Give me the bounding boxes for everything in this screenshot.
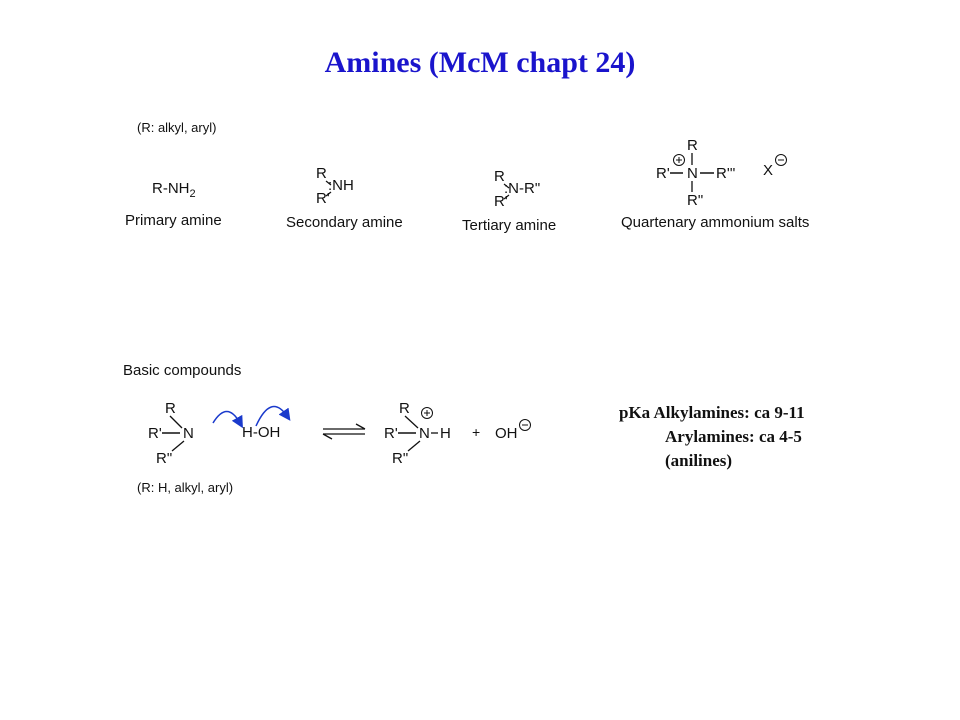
svg-text:R': R'	[148, 425, 162, 442]
svg-text:R': R'	[316, 190, 330, 207]
quaternary-ammonium-structure: R R' N R''' R" X Quartenary ammonium sal…	[621, 137, 809, 231]
substituent-note-2: (R: H, alkyl, aryl)	[137, 480, 233, 495]
minus-charge-icon	[519, 419, 531, 431]
water-formula: H-OH	[242, 424, 280, 441]
page-title: Amines (McM chapt 24)	[324, 46, 636, 79]
svg-text:R: R	[494, 168, 505, 185]
svg-text:R''': R'''	[716, 165, 736, 182]
svg-text:N: N	[183, 425, 194, 442]
hydroxide-formula: OH	[495, 425, 518, 442]
primary-amine-subscript: 2	[190, 188, 196, 200]
tertiary-amine-structure: R R' :N-R" Tertiary amine	[462, 168, 556, 234]
svg-text::N-R": :N-R"	[504, 180, 540, 197]
secondary-amine-structure: R R' :NH Secondary amine	[286, 165, 403, 231]
primary-amine-formula: R-NH	[152, 180, 190, 197]
tertiary-amine-label: Tertiary amine	[462, 217, 556, 234]
primary-amine-label: Primary amine	[125, 212, 222, 229]
svg-text:R': R'	[494, 193, 508, 210]
pka-line-anilines: (anilines)	[665, 451, 733, 470]
plus-charge-icon	[421, 407, 433, 419]
pka-line-alkyl: pKa Alkylamines: ca 9-11	[619, 403, 805, 422]
basic-compounds-heading: Basic compounds	[123, 362, 241, 379]
svg-text:R": R"	[687, 192, 703, 209]
svg-text:R: R	[687, 137, 698, 154]
svg-text:H: H	[440, 425, 451, 442]
product-ammonium-structure: R R' N H R"	[384, 400, 451, 467]
svg-text::NH: :NH	[328, 177, 354, 194]
svg-text:N: N	[419, 425, 430, 442]
svg-text:R: R	[399, 400, 410, 417]
plus-charge-icon	[673, 154, 685, 166]
quaternary-ammonium-label: Quartenary ammonium salts	[621, 214, 809, 231]
svg-text:R-NH2: R-NH2	[152, 180, 196, 200]
svg-text:R: R	[165, 400, 176, 417]
svg-text:R": R"	[156, 450, 172, 467]
pka-info: pKa Alkylamines: ca 9-11 Arylamines: ca …	[619, 401, 805, 473]
reactant-amine-structure: R R' N R"	[148, 400, 194, 467]
electron-arrow-icon	[255, 405, 291, 427]
svg-text:X: X	[763, 162, 773, 179]
minus-charge-icon	[775, 154, 787, 166]
equilibrium-arrow-icon	[322, 423, 366, 440]
substituent-note: (R: alkyl, aryl)	[137, 120, 216, 135]
primary-amine-structure: R-NH2 Primary amine	[125, 180, 222, 229]
pka-line-aryl: Arylamines: ca 4-5	[665, 427, 802, 446]
svg-text:N: N	[687, 165, 698, 182]
svg-text:R: R	[316, 165, 327, 182]
electron-arrow-icon	[212, 410, 243, 429]
svg-text:R': R'	[384, 425, 398, 442]
plus-sign: +	[472, 424, 480, 440]
secondary-amine-label: Secondary amine	[286, 214, 403, 231]
svg-text:R": R"	[392, 450, 408, 467]
svg-text:R': R'	[656, 165, 670, 182]
